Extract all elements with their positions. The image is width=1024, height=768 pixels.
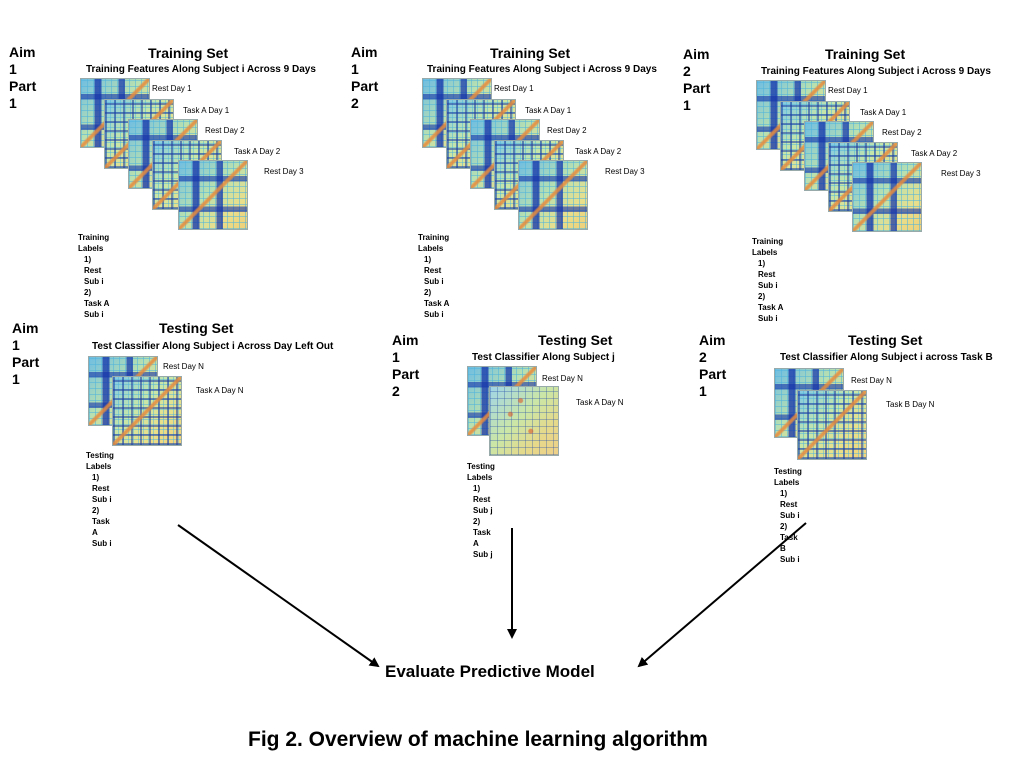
part-number: Part 2 bbox=[351, 78, 379, 111]
set-title: Training Set bbox=[148, 45, 229, 61]
matrix-label: Task A Day 2 bbox=[234, 147, 281, 156]
class-labels: Testing Labels 1)Rest Sub i 2)Task A Sub… bbox=[86, 450, 114, 549]
matrix-label: Rest Day 3 bbox=[605, 167, 645, 176]
matrix-label: Task A Day 2 bbox=[575, 147, 622, 156]
matrix-label: Rest Day N bbox=[851, 376, 892, 385]
part-number: Part 2 bbox=[392, 366, 420, 399]
label-item: 1)Rest Sub i bbox=[92, 473, 112, 504]
set-title: Training Set bbox=[825, 46, 906, 62]
part-number: Part 1 bbox=[9, 78, 37, 111]
label-item: 1)Rest Sub j bbox=[473, 484, 493, 515]
aim-label: Aim 1 Part 2 bbox=[392, 332, 419, 400]
matrix-label: Rest Day 2 bbox=[547, 126, 587, 135]
connectivity-matrix-5 bbox=[178, 160, 248, 230]
matrix-label: Rest Day 2 bbox=[205, 126, 245, 135]
matrix-label: Rest Day 1 bbox=[494, 84, 534, 93]
labels-header: Testing Labels bbox=[467, 462, 495, 482]
aim-label: Aim 1 Part 1 bbox=[9, 44, 36, 112]
aim-number: Aim 1 bbox=[392, 332, 419, 365]
labels-header: Training Labels bbox=[418, 233, 450, 253]
aim-label: Aim 1 Part 1 bbox=[12, 320, 39, 388]
connectivity-matrix-5 bbox=[852, 162, 922, 232]
class-labels: Testing Labels 1)Rest Sub j 2)Task A Sub… bbox=[467, 461, 495, 560]
matrix-label: Rest Day N bbox=[163, 362, 204, 371]
matrix-label: Task A Day N bbox=[576, 398, 624, 407]
label-item: 2)Task A Sub i bbox=[92, 506, 112, 548]
set-subtitle: Training Features Along Subject i Across… bbox=[427, 64, 657, 75]
part-number: Part 1 bbox=[699, 366, 727, 399]
set-subtitle: Training Features Along Subject i Across… bbox=[761, 66, 991, 77]
label-item: 1)Rest Sub i bbox=[780, 489, 800, 520]
set-title: Training Set bbox=[490, 45, 571, 61]
set-title: Testing Set bbox=[538, 332, 613, 348]
set-title: Testing Set bbox=[848, 332, 923, 348]
aim-number: Aim 2 bbox=[683, 46, 710, 79]
aim-number: Aim 1 bbox=[9, 44, 36, 77]
connectivity-matrix-2 bbox=[797, 390, 867, 460]
matrix-label: Rest Day 3 bbox=[264, 167, 304, 176]
connectivity-matrix-2 bbox=[489, 386, 559, 456]
part-number: Part 1 bbox=[12, 354, 40, 387]
label-item: 1)Rest Sub i bbox=[758, 259, 778, 290]
label-item: 1)Rest Sub i bbox=[84, 255, 104, 286]
figure-caption: Fig 2. Overview of machine learning algo… bbox=[248, 728, 708, 751]
class-labels: Training Labels 1)Rest Sub i 2)Task A Su… bbox=[752, 236, 783, 324]
arrow-left bbox=[177, 524, 380, 668]
set-subtitle: Test Classifier Along Subject i Across D… bbox=[92, 341, 334, 352]
set-subtitle: Training Features Along Subject i Across… bbox=[86, 64, 316, 75]
labels-header: Testing Labels bbox=[774, 467, 802, 487]
matrix-label: Task A Day 2 bbox=[911, 149, 958, 158]
part-number: Part 1 bbox=[683, 80, 711, 113]
matrix-label: Rest Day 1 bbox=[152, 84, 192, 93]
aim-label: Aim 1 Part 2 bbox=[351, 44, 378, 112]
connectivity-matrix-2 bbox=[112, 376, 182, 446]
connectivity-matrix-5 bbox=[518, 160, 588, 230]
aim-number: Aim 1 bbox=[351, 44, 378, 77]
aim-number: Aim 1 bbox=[12, 320, 39, 353]
set-title: Testing Set bbox=[159, 320, 234, 336]
label-item: 2)Task B Sub i bbox=[780, 522, 800, 564]
label-item: 1)Rest Sub i bbox=[424, 255, 444, 286]
aim-label: Aim 2 Part 1 bbox=[683, 46, 710, 114]
matrix-label: Rest Day 3 bbox=[941, 169, 981, 178]
set-subtitle: Test Classifier Along Subject j bbox=[472, 352, 615, 363]
labels-header: Training Labels bbox=[78, 233, 110, 253]
set-subtitle: Test Classifier Along Subject i across T… bbox=[780, 352, 993, 363]
label-item: 2)Task A Sub i bbox=[424, 288, 450, 319]
class-labels: Testing Labels 1)Rest Sub i 2)Task B Sub… bbox=[774, 466, 802, 565]
matrix-label: Rest Day 2 bbox=[882, 128, 922, 137]
label-item: 2)Task A Sub i bbox=[84, 288, 110, 319]
aim-number: Aim 2 bbox=[699, 332, 726, 365]
class-labels: Training Labels 1)Rest Sub i 2)Task A Su… bbox=[418, 232, 449, 320]
aim-label: Aim 2 Part 1 bbox=[699, 332, 726, 400]
matrix-label: Task A Day 1 bbox=[860, 108, 907, 117]
matrix-label: Task A Day 1 bbox=[183, 106, 230, 115]
matrix-label: Task A Day N bbox=[196, 386, 244, 395]
matrix-label: Task A Day 1 bbox=[525, 106, 572, 115]
label-item: 2)Task A Sub j bbox=[473, 517, 493, 559]
label-item: 2)Task A Sub i bbox=[758, 292, 784, 323]
class-labels: Training Labels 1)Rest Sub i 2)Task A Su… bbox=[78, 232, 109, 320]
matrix-label: Rest Day N bbox=[542, 374, 583, 383]
evaluate-model-label: Evaluate Predictive Model bbox=[385, 662, 595, 681]
labels-header: Testing Labels bbox=[86, 451, 114, 471]
matrix-label: Task B Day N bbox=[886, 400, 935, 409]
labels-header: Training Labels bbox=[752, 237, 784, 257]
matrix-label: Rest Day 1 bbox=[828, 86, 868, 95]
